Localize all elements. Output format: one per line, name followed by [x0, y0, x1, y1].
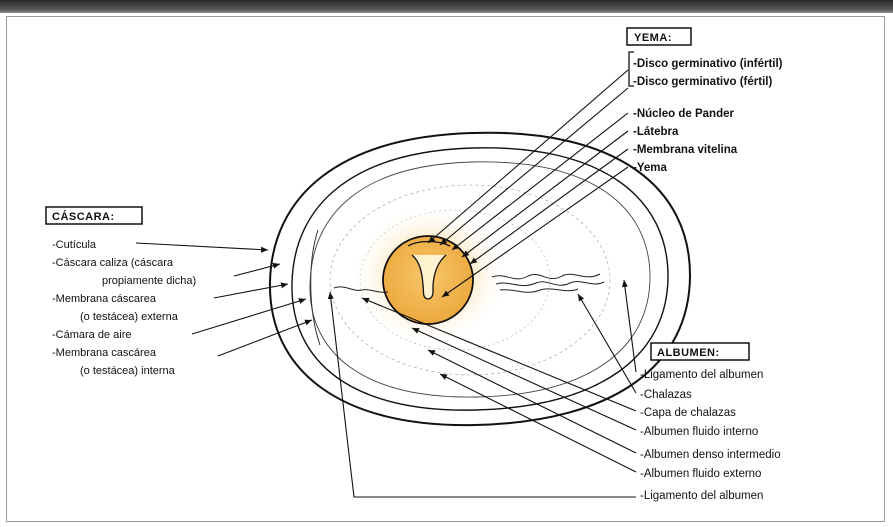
- arrow-cuticula: [136, 243, 268, 250]
- albumen-item-denso-intermedio: -Albumen denso intermedio: [640, 449, 781, 461]
- yema-item-disco-infertil: -Disco germinativo (infértil): [633, 58, 783, 70]
- yema-item-yema: -Yema: [633, 162, 667, 174]
- albumen-title: ALBUMEN:: [657, 347, 720, 359]
- yema-item-membrana-vitelina: -Membrana vitelina: [633, 144, 738, 156]
- albumen-item-ligamento-2: -Ligamento del albumen: [640, 490, 763, 502]
- albumen-item-ligamento-1: -Ligamento del albumen: [640, 369, 763, 381]
- yema-item-latebra: -Látebra: [633, 126, 679, 138]
- yolk: [350, 203, 510, 347]
- cascara-item-cascara-caliza-cont: propiamente dicha): [102, 275, 196, 287]
- cascara-item-membrana-interna: -Membrana cascárea: [52, 347, 157, 359]
- albumen-item-capa-chalazas: -Capa de chalazas: [640, 407, 736, 419]
- cascara-item-camara-aire: -Cámara de aire: [52, 329, 131, 341]
- cascara-item-membrana-externa: -Membrana cáscarea: [52, 293, 157, 305]
- yema-item-disco-fertil: -Disco germinativo (fértil): [633, 76, 772, 88]
- cascara-item-membrana-interna-cont: (o testácea) interna: [80, 365, 176, 377]
- albumen-item-fluido-interno: -Albumen fluido interno: [640, 426, 758, 438]
- yema-title: YEMA:: [634, 32, 672, 44]
- cascara-item-cuticula: -Cutícula: [52, 239, 97, 251]
- albumen-item-fluido-externo: -Albumen fluido externo: [640, 468, 761, 480]
- cascara-item-cascara-caliza: -Cáscara caliza (cáscara: [52, 257, 174, 269]
- albumen-item-chalazas: -Chalazas: [640, 389, 692, 401]
- cascara-title: CÁSCARA:: [52, 210, 115, 223]
- yema-item-nucleo-pander: -Núcleo de Pander: [633, 108, 734, 120]
- cascara-item-membrana-externa-cont: (o testácea) externa: [80, 311, 179, 323]
